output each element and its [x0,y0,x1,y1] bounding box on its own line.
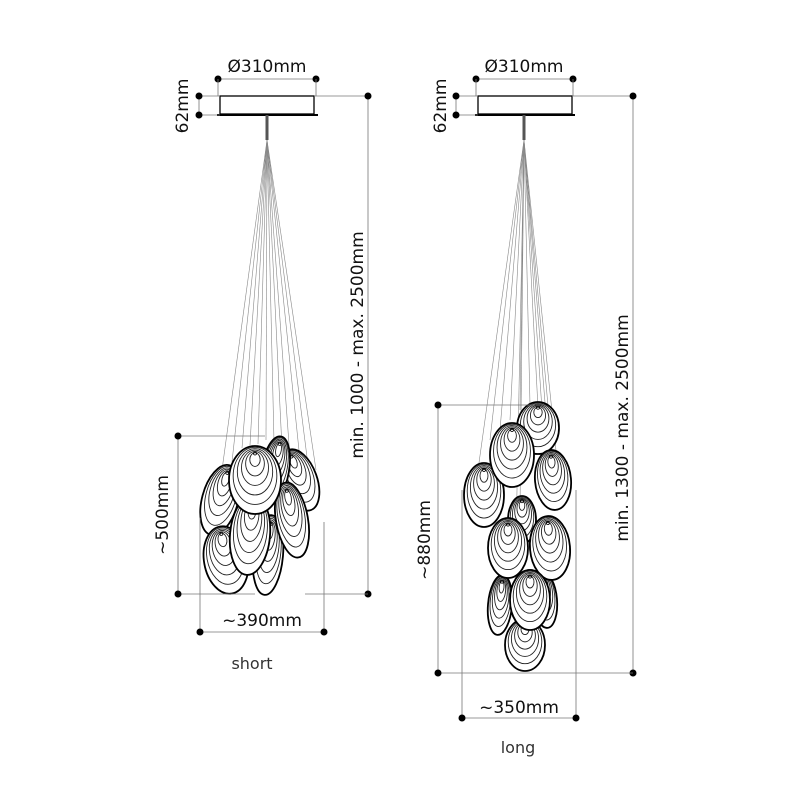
short-drop-range-label: min. 1000 - max. 2500mm [348,231,368,458]
wire [489,139,525,441]
shell [274,481,310,559]
wire [231,139,268,463]
long-caption: long [501,738,536,757]
long-shell-cluster [463,401,573,672]
wire [266,139,317,471]
short-canopy [219,95,315,115]
wire [477,139,525,471]
short-canopy-diameter-label: Ø310mm [228,57,307,77]
long-canopy-height-label: 62mm [431,79,451,134]
long-canopy [477,95,573,115]
shell [489,422,535,488]
shell [228,445,282,515]
wire [221,139,268,471]
wire [266,139,275,443]
wire [266,139,291,459]
short-cluster-width-label: ~390mm [222,611,302,631]
wire [523,139,539,409]
shell [533,449,573,511]
wire [266,139,309,466]
long-cluster-height-label: ~880mm [415,500,435,580]
shell [528,515,572,581]
short-suspension-wires [221,115,317,471]
short-canopy-height-label: 62mm [173,79,193,134]
short-variant: Ø310mm 62mm min. 1000 - max. 2500mm ~500… [153,57,372,673]
wire [523,139,531,406]
wire [249,139,268,446]
shell [487,517,529,579]
short-shell-cluster [199,435,321,596]
wire [266,139,301,461]
wire [523,139,553,451]
wire [523,139,547,416]
wire [257,139,268,445]
wire [499,139,525,431]
shell [509,569,551,631]
shell [228,494,272,576]
wire [509,139,525,421]
short-cluster-height-label: ~500mm [153,475,173,555]
short-caption: short [231,654,272,673]
wire [241,139,268,449]
shell [463,462,505,528]
wire [266,139,283,449]
long-drop-range-label: min. 1300 - max. 2500mm [613,314,633,541]
long-variant: Ø310mm 62mm min. 1300 - max. 2500mm ~880… [415,57,637,757]
wire [265,139,268,441]
long-cluster-width-label: ~350mm [479,698,559,718]
long-canopy-diameter-label: Ø310mm [485,57,564,77]
